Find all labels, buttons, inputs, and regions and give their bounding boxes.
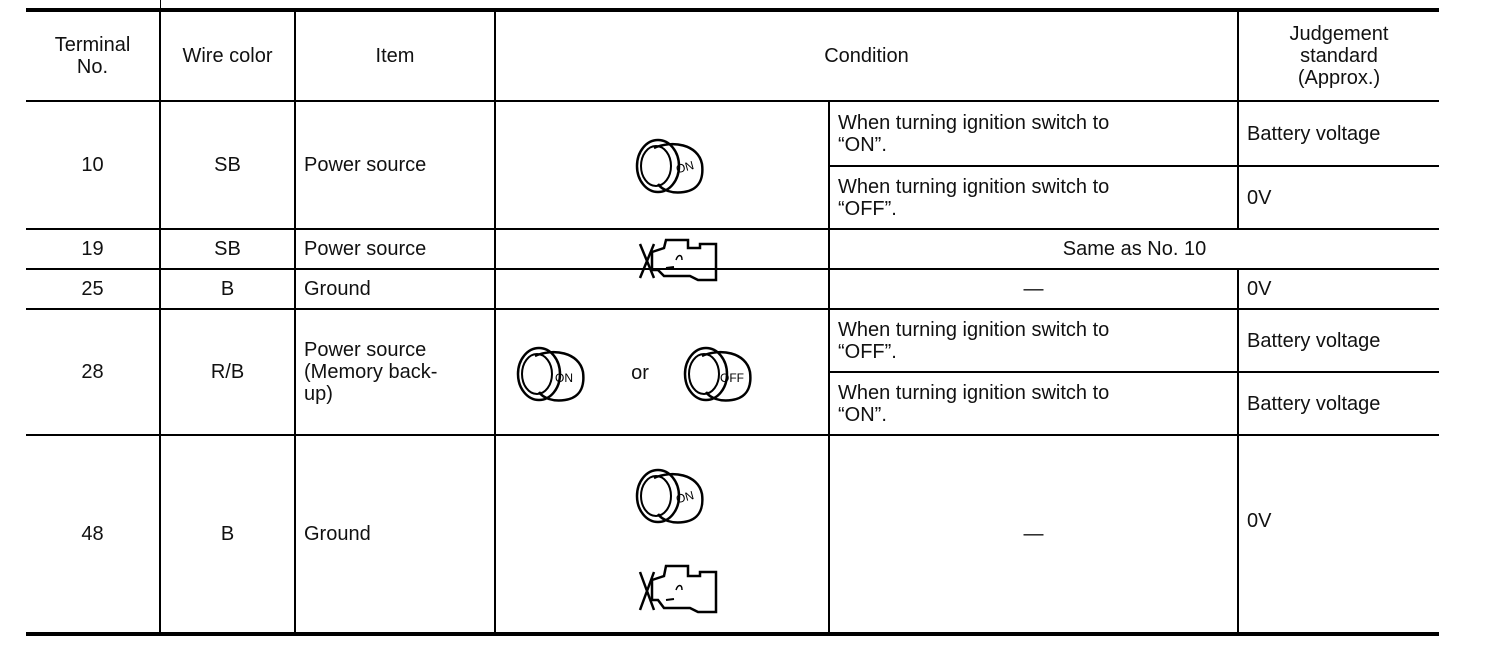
row28-item-value: Power source (Memory back- up) [304,339,438,405]
row48-condition: — [830,436,1237,632]
row10-judgement-off-value: 0V [1247,186,1272,209]
row10-judgement-off: 0V [1239,167,1439,228]
header-terminal-label: Terminal No. [54,34,131,78]
row19-terminal-value: 19 [81,238,104,260]
row48-condition-text: — [1023,523,1044,545]
row10-terminal-value: 10 [81,154,104,176]
row19-wire: SB [161,230,294,268]
ignition-key-off-icon: OFF [683,346,752,402]
row10-item-value: Power source [304,154,427,176]
col-rule-5b [1237,269,1239,634]
row48-terminal: 48 [26,436,159,632]
col-rule-3 [494,10,496,634]
svg-text:ON: ON [674,158,695,176]
row19-item-value: Power source [304,238,427,260]
ignition-key-on-icon: ON [635,468,704,524]
col-rule-1 [159,10,161,634]
row28-item: Power source (Memory back- up) [296,310,494,434]
row19-condition: Same as No. 10 [830,230,1439,268]
row28-judgement-off: Battery voltage [1239,310,1439,371]
row28-condition-off-text: When turning ignition switch to “OFF”. [838,318,1110,363]
row10-condition-off: When turning ignition switch to “OFF”. [830,167,1237,228]
svg-text:ON: ON [674,488,695,506]
row25-judgement-value: 0V [1247,278,1272,300]
row25-item-value: Ground [304,278,371,300]
row48-judgement: 0V [1239,436,1439,632]
header-judgement-label: Judgement standard (Approx.) [1289,23,1389,89]
row10-condition-on: When turning ignition switch to “ON”. [830,102,1237,165]
row-rule-19 [26,268,1439,270]
row25-terminal-value: 25 [81,278,104,300]
row48-item: Ground [296,436,494,632]
header-condition: Condition [496,12,1237,100]
header-wire-color-label: Wire color [182,45,273,67]
row28-condition-on-text: When turning ignition switch to “ON”. [838,381,1110,426]
row28-split-rule [829,371,1439,373]
col-rule-4 [828,101,830,634]
row10-judgement-on-value: Battery voltage [1247,122,1381,145]
row10-item: Power source [296,102,494,228]
ignition-key-on-icon: ON [635,138,704,194]
row25-wire-value: B [220,278,235,300]
svg-text:OFF: OFF [720,371,744,385]
row19-item: Power source [296,230,494,268]
row10-condition-on-text: When turning ignition switch to “ON”. [838,111,1110,156]
row28-judgement-on-value: Battery voltage [1247,392,1381,415]
engine-running-icon [638,564,718,614]
row48-wire: B [161,436,294,632]
row25-condition-text: — [1023,278,1044,300]
header-item: Item [296,12,494,100]
engine-running-icon [638,238,718,282]
svg-text:ON: ON [555,371,573,385]
row10-wire: SB [161,102,294,228]
header-condition-label: Condition [824,45,909,67]
row-rule-28 [26,434,1439,436]
row19-terminal: 19 [26,230,159,268]
table-bottom-rule [26,632,1439,636]
row10-wire-value: SB [214,154,241,176]
row28-judgement-on: Battery voltage [1239,373,1439,434]
row28-judgement-off-value: Battery voltage [1247,329,1381,352]
row10-terminal: 10 [26,102,159,228]
row-rule-10 [26,228,1439,230]
col-rule-2 [294,10,296,634]
row25-condition: — [830,270,1237,308]
row28-wire: R/B [161,310,294,434]
ignition-key-on-icon: ON [516,346,585,402]
row19-wire-value: SB [214,238,241,260]
row25-item: Ground [296,270,494,308]
row28-or-label: or [620,355,660,391]
table-top-rule [26,8,1439,12]
row48-item-value: Ground [304,523,371,545]
row28-or-text: or [631,362,649,384]
row25-terminal: 25 [26,270,159,308]
row28-condition-off: When turning ignition switch to “OFF”. [830,310,1237,371]
header-terminal: Terminal No. [26,12,159,100]
row10-condition-off-text: When turning ignition switch to “OFF”. [838,175,1110,220]
header-wire-color: Wire color [161,12,294,100]
header-judgement: Judgement standard (Approx.) [1239,12,1439,100]
row19-condition-text: Same as No. 10 [1062,238,1207,260]
header-bottom-rule [26,100,1439,102]
row48-wire-value: B [220,523,235,545]
row28-terminal: 28 [26,310,159,434]
row28-terminal-value: 28 [81,361,104,383]
row25-wire: B [161,270,294,308]
row28-wire-value: R/B [210,361,245,383]
row25-judgement: 0V [1239,270,1439,308]
row48-judgement-value: 0V [1247,510,1272,532]
col-rule-5a [1237,10,1239,229]
row10-split-rule [829,165,1439,167]
row-rule-25 [26,308,1439,310]
row28-condition-on: When turning ignition switch to “ON”. [830,373,1237,434]
table-tick-mark [160,0,161,8]
header-item-label: Item [375,45,415,67]
row48-terminal-value: 48 [81,523,104,545]
row10-judgement-on: Battery voltage [1239,102,1439,165]
